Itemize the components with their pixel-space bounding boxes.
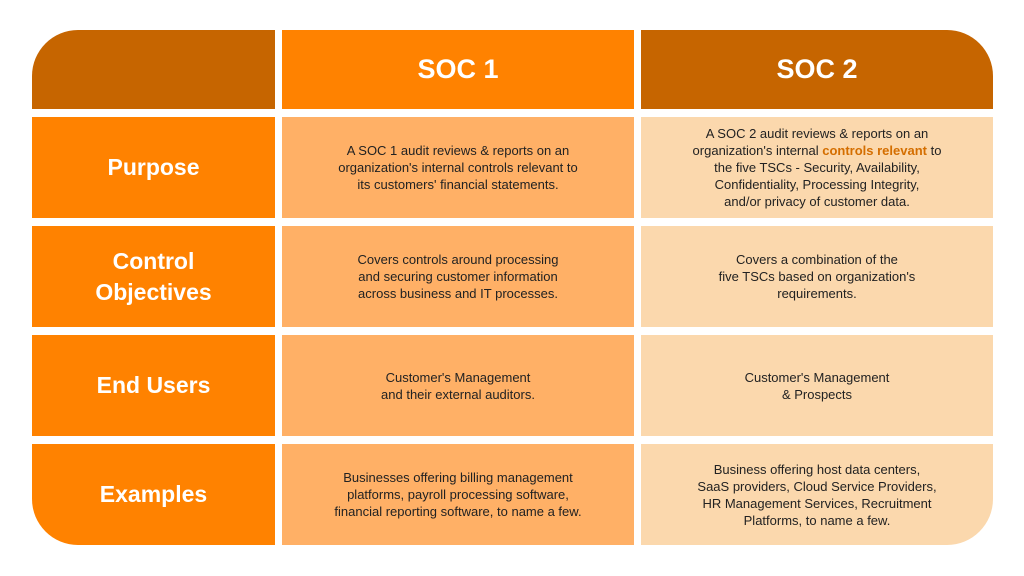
row-label-control-objectives: Control Objectives: [32, 226, 275, 327]
cell-text: Customer's Management and their external…: [381, 369, 535, 402]
row-label-examples: Examples: [32, 444, 275, 545]
cell-text: Customer's Management & Prospects: [744, 369, 890, 402]
soc1-examples-cell: Businesses offering billing management p…: [282, 444, 634, 545]
soc-comparison-table: SOC 1 SOC 2 Purpose A SOC 1 audit review…: [32, 30, 993, 545]
header-soc1: SOC 1: [282, 30, 634, 109]
cell-text: Covers a combination of the five TSCs ba…: [718, 252, 916, 301]
cell-text: A SOC 1 audit reviews & reports on an or…: [338, 143, 578, 192]
row-label-text: End Users: [96, 372, 211, 398]
soc2-end-users-cell: Customer's Management & Prospects: [641, 335, 993, 436]
header-corner-cell: [32, 30, 275, 109]
soc2-control-objectives-cell: Covers a combination of the five TSCs ba…: [641, 226, 993, 327]
row-label-purpose: Purpose: [32, 117, 275, 218]
text-before: A SOC 2 audit reviews & reports on an or…: [692, 126, 929, 158]
soc1-end-users-cell: Customer's Management and their external…: [282, 335, 634, 436]
soc2-examples-cell: Business offering host data centers, Saa…: [641, 444, 993, 545]
header-soc2: SOC 2: [641, 30, 993, 109]
cell-text: Business offering host data centers, Saa…: [697, 461, 937, 528]
soc1-control-objectives-cell: Covers controls around processing and se…: [282, 226, 634, 327]
soc1-purpose-cell: A SOC 1 audit reviews & reports on an or…: [282, 117, 634, 218]
cell-text: Covers controls around processing and se…: [357, 252, 559, 301]
row-label-end-users: End Users: [32, 335, 275, 436]
text-after: to the five TSCs - Security, Availabilit…: [714, 143, 942, 209]
row-label-text: Control Objectives: [95, 247, 212, 305]
row-label-text: Purpose: [107, 154, 200, 180]
cell-text: A SOC 2 audit reviews & reports on an or…: [693, 125, 942, 210]
soc2-purpose-cell: A SOC 2 audit reviews & reports on an or…: [641, 117, 993, 218]
highlighted-text: controls relevant: [822, 143, 927, 158]
cell-text: Businesses offering billing management p…: [334, 470, 582, 519]
row-label-text: Examples: [99, 481, 208, 507]
